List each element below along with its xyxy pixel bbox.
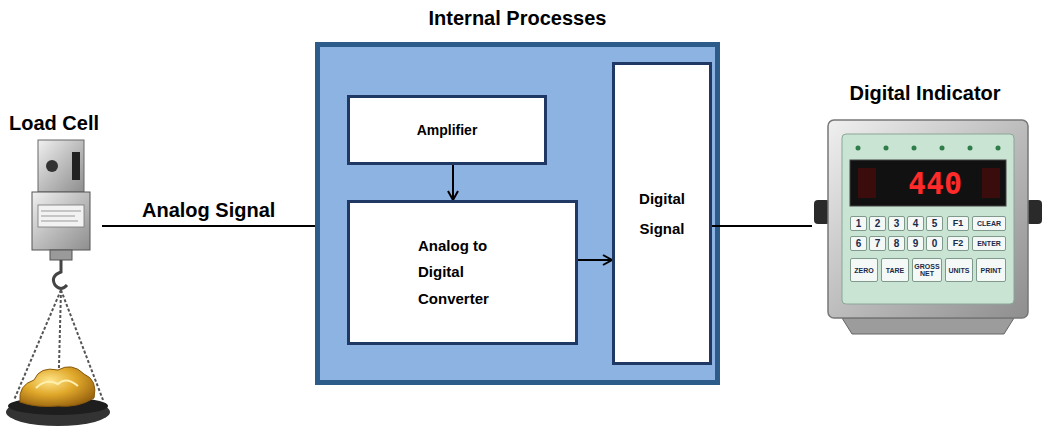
connector-line	[712, 225, 812, 227]
key-label: F1	[947, 216, 969, 231]
key-label: 2	[869, 216, 886, 231]
process-panel: Internal ProcessesAmplifierAnalog to Dig…	[315, 42, 720, 385]
key-label: 3	[888, 216, 905, 231]
key-label: 4	[907, 216, 924, 231]
key-label: 6	[850, 236, 867, 251]
key-label: 0	[926, 236, 943, 251]
indicator-node: Digital Indicator	[812, 82, 1038, 332]
node-heading: Load Cell	[6, 112, 102, 135]
digital-indicator-illustration	[814, 120, 1042, 334]
process-box: Digital Signal	[612, 62, 712, 365]
key-label: GROSS NET	[912, 258, 942, 282]
key-label: 1	[850, 216, 867, 231]
key-label: ZERO	[850, 258, 878, 282]
process-box: Amplifier	[347, 95, 547, 165]
key-label: TARE	[881, 258, 909, 282]
key-label: 5	[926, 216, 943, 231]
key-label: 7	[869, 236, 886, 251]
key-label: UNITS	[945, 258, 973, 282]
key-label: PRINT	[976, 258, 1006, 282]
key-label: 8	[888, 236, 905, 251]
node-heading: Amplifier	[350, 122, 544, 138]
process-box: Analog to Digital Converter	[347, 200, 578, 345]
display-readout: 440	[888, 164, 982, 202]
key-label: CLEAR	[972, 216, 1006, 231]
key-label: 9	[907, 236, 924, 251]
connector-line	[452, 165, 454, 200]
key-label: F2	[947, 236, 969, 251]
signal-label: Analog Signal	[142, 199, 275, 222]
node-heading: Internal Processes	[320, 7, 715, 30]
node-heading: Digital Indicator	[812, 82, 1038, 105]
connector-line	[578, 259, 612, 261]
load-cell-node: Load Cell	[6, 112, 102, 432]
connector-line	[102, 225, 315, 227]
key-label: ENTER	[972, 236, 1006, 251]
node-heading: Digital Signal	[631, 184, 693, 244]
node-heading: Analog to Digital Converter	[418, 233, 510, 312]
load-cell-illustration	[6, 140, 110, 426]
